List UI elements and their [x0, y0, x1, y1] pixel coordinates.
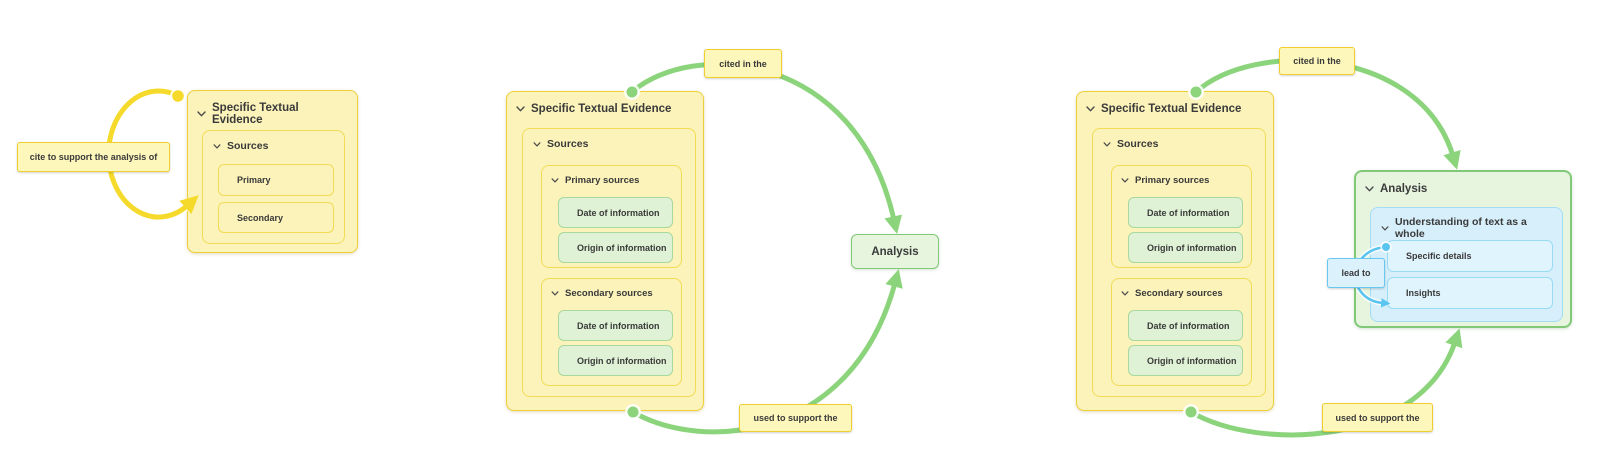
edge-label-text: cited in the [719, 58, 767, 69]
chevron-down-icon[interactable] [1121, 291, 1129, 296]
chevron-down-icon[interactable] [197, 111, 206, 117]
node-insights-3[interactable]: Insights [1387, 277, 1553, 309]
node-label: Date of information [1147, 207, 1230, 218]
node-title: Analysis [1380, 183, 1428, 195]
node-title: Specific Textual Evidence [212, 102, 299, 126]
chevron-down-icon[interactable] [551, 291, 559, 296]
node-label: Insights [1406, 288, 1441, 298]
edge-label-text: used to support the [753, 413, 838, 423]
edge-label-text: lead to [1341, 268, 1371, 278]
node-label: Secondary [237, 212, 284, 223]
node-date-secondary-2[interactable]: Date of information [558, 310, 673, 341]
node-title-row: Sources [523, 129, 695, 150]
node-title: Secondary sources [565, 288, 653, 299]
node-title-row: Specific Textual Evidence [188, 91, 357, 126]
edge-label-text: used to support the [1335, 412, 1420, 423]
node-title: Sources [1117, 138, 1159, 150]
edge-label-text: cite to support the analysis of [29, 152, 158, 162]
node-date-secondary-3[interactable]: Date of information [1128, 310, 1243, 341]
edge-label-text: cited in the [1293, 56, 1341, 66]
node-analysis-2[interactable]: Analysis [851, 234, 939, 269]
node-title: Secondary sources [1135, 288, 1223, 299]
chevron-down-icon[interactable] [1103, 141, 1111, 147]
node-label: Specific details [1406, 251, 1472, 261]
node-title-row: Specific Textual Evidence [507, 92, 703, 115]
node-label: Origin of information [577, 355, 667, 366]
edge-label-lead-to-3[interactable]: lead to [1327, 258, 1385, 288]
node-title-row: Analysis [1356, 172, 1570, 195]
edge-loop-cite-dot-halo [170, 88, 186, 104]
node-title-row: Sources [1093, 129, 1265, 150]
chevron-down-icon[interactable] [1381, 225, 1389, 231]
node-title-row: Primary sources [1112, 166, 1251, 186]
edge-label-cite-to-support[interactable]: cite to support the analysis of [17, 142, 170, 172]
edge-label-cited-in-the-3[interactable]: cited in the [1279, 47, 1355, 75]
node-title-row: Understanding of text as a whole [1371, 208, 1562, 240]
chevron-down-icon[interactable] [516, 106, 525, 112]
node-title-row: Primary sources [542, 166, 681, 186]
edge-label-cited-in-the-2[interactable]: cited in the [704, 49, 782, 78]
node-label: Analysis [871, 245, 919, 258]
node-title-row: Secondary sources [542, 279, 681, 299]
node-specific-details-3[interactable]: Specific details [1387, 240, 1553, 272]
edge-label-used-to-support-2[interactable]: used to support the [739, 404, 852, 432]
node-origin-primary-3[interactable]: Origin of information [1128, 232, 1243, 263]
node-date-primary-3[interactable]: Date of information [1128, 197, 1243, 228]
node-label: Date of information [1147, 320, 1230, 331]
edge-label-used-to-support-3[interactable]: used to support the [1322, 403, 1433, 432]
node-secondary-1[interactable]: Secondary [218, 202, 334, 233]
node-label: Date of information [577, 207, 660, 218]
node-title: Sources [227, 140, 269, 152]
node-title: Specific Textual Evidence [531, 103, 672, 115]
node-title: Specific Textual Evidence [1101, 103, 1242, 115]
node-label: Origin of information [1147, 355, 1237, 366]
chevron-down-icon[interactable] [1086, 106, 1095, 112]
edge-loop-cite-dot [172, 90, 184, 102]
node-label: Origin of information [577, 242, 667, 253]
node-title: Understanding of text as a whole [1395, 216, 1527, 240]
node-title: Primary sources [1135, 175, 1210, 186]
node-label: Origin of information [1147, 242, 1237, 253]
chevron-down-icon[interactable] [551, 178, 559, 183]
node-origin-secondary-2[interactable]: Origin of information [558, 345, 673, 376]
chevron-down-icon[interactable] [533, 141, 541, 147]
node-date-primary-2[interactable]: Date of information [558, 197, 673, 228]
node-origin-primary-2[interactable]: Origin of information [558, 232, 673, 263]
node-label: Primary [237, 175, 271, 185]
node-title-row: Specific Textual Evidence [1077, 92, 1273, 115]
chevron-down-icon[interactable] [1121, 178, 1129, 183]
node-origin-secondary-3[interactable]: Origin of information [1128, 345, 1243, 376]
node-title-row: Sources [203, 131, 344, 152]
chevron-down-icon[interactable] [213, 143, 221, 149]
node-title: Primary sources [565, 175, 640, 186]
chevron-down-icon[interactable] [1365, 186, 1374, 192]
node-primary-1[interactable]: Primary [218, 164, 334, 196]
node-label: Date of information [577, 320, 660, 331]
node-title-row: Secondary sources [1112, 279, 1251, 299]
node-title: Sources [547, 138, 589, 150]
